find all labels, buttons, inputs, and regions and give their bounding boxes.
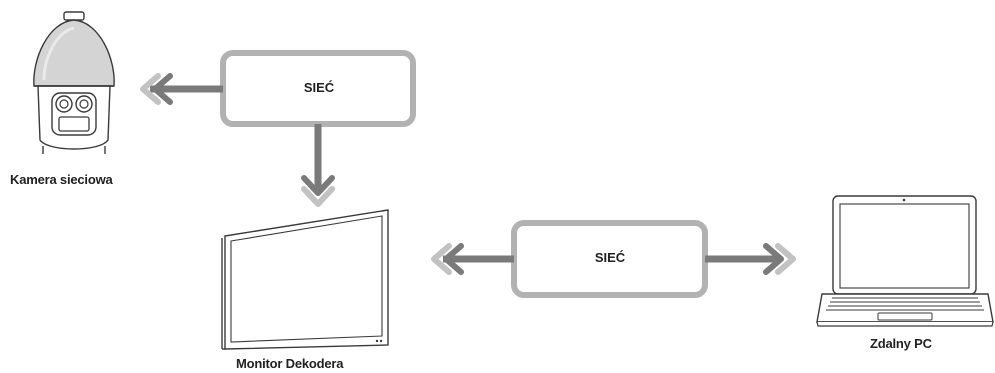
arrow-box-to-pc [705,243,796,275]
arrow-box-to-monitor-left [431,243,514,275]
pc-label: Zdalny PC [870,336,932,351]
monitor-label: Monitor Dekodera [236,356,344,371]
network-box-bottom-label: SIEĆ [594,250,626,265]
camera-label: Kamera sieciowa [10,172,113,187]
arrow-box-to-camera [140,73,223,105]
ptz-camera-icon [33,11,115,154]
laptop-icon [816,195,994,327]
monitor-icon [221,209,389,350]
network-box-top-label: SIEĆ [303,80,335,95]
arrow-box-to-monitor [301,124,335,207]
